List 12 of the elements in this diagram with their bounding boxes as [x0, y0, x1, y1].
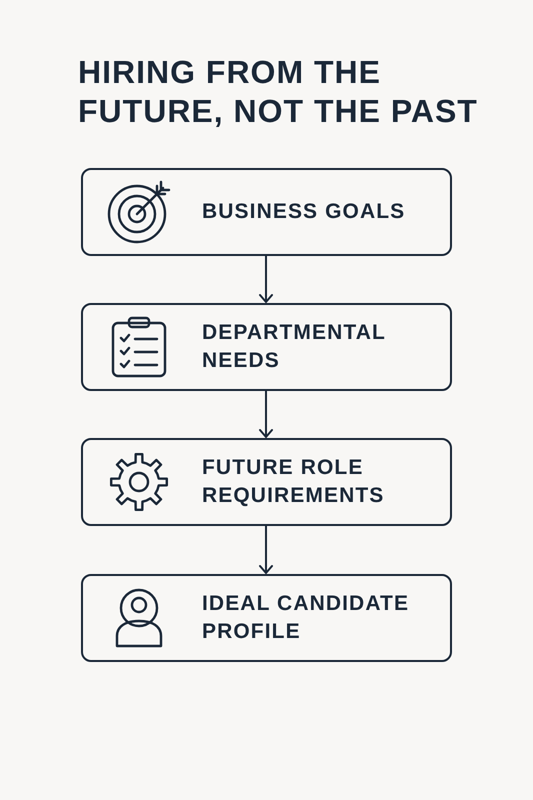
step-title: BUSINESS GOALS — [202, 199, 406, 225]
process-box — [81, 168, 452, 256]
arrow — [259, 256, 273, 303]
process-box — [81, 438, 452, 526]
arrow — [259, 526, 273, 574]
step-title: IDEAL CANDIDATE PROFILE — [202, 591, 410, 645]
step-title: FUTURE ROLE REQUIREMENTS — [202, 455, 386, 509]
step-title: DEPARTMENTAL NEEDS — [202, 320, 387, 374]
process-box — [81, 574, 452, 662]
process-box — [81, 303, 452, 391]
arrow — [259, 391, 273, 438]
title-heading: HIRING FROM THE FUTURE, NOT THE PAST — [78, 53, 479, 131]
